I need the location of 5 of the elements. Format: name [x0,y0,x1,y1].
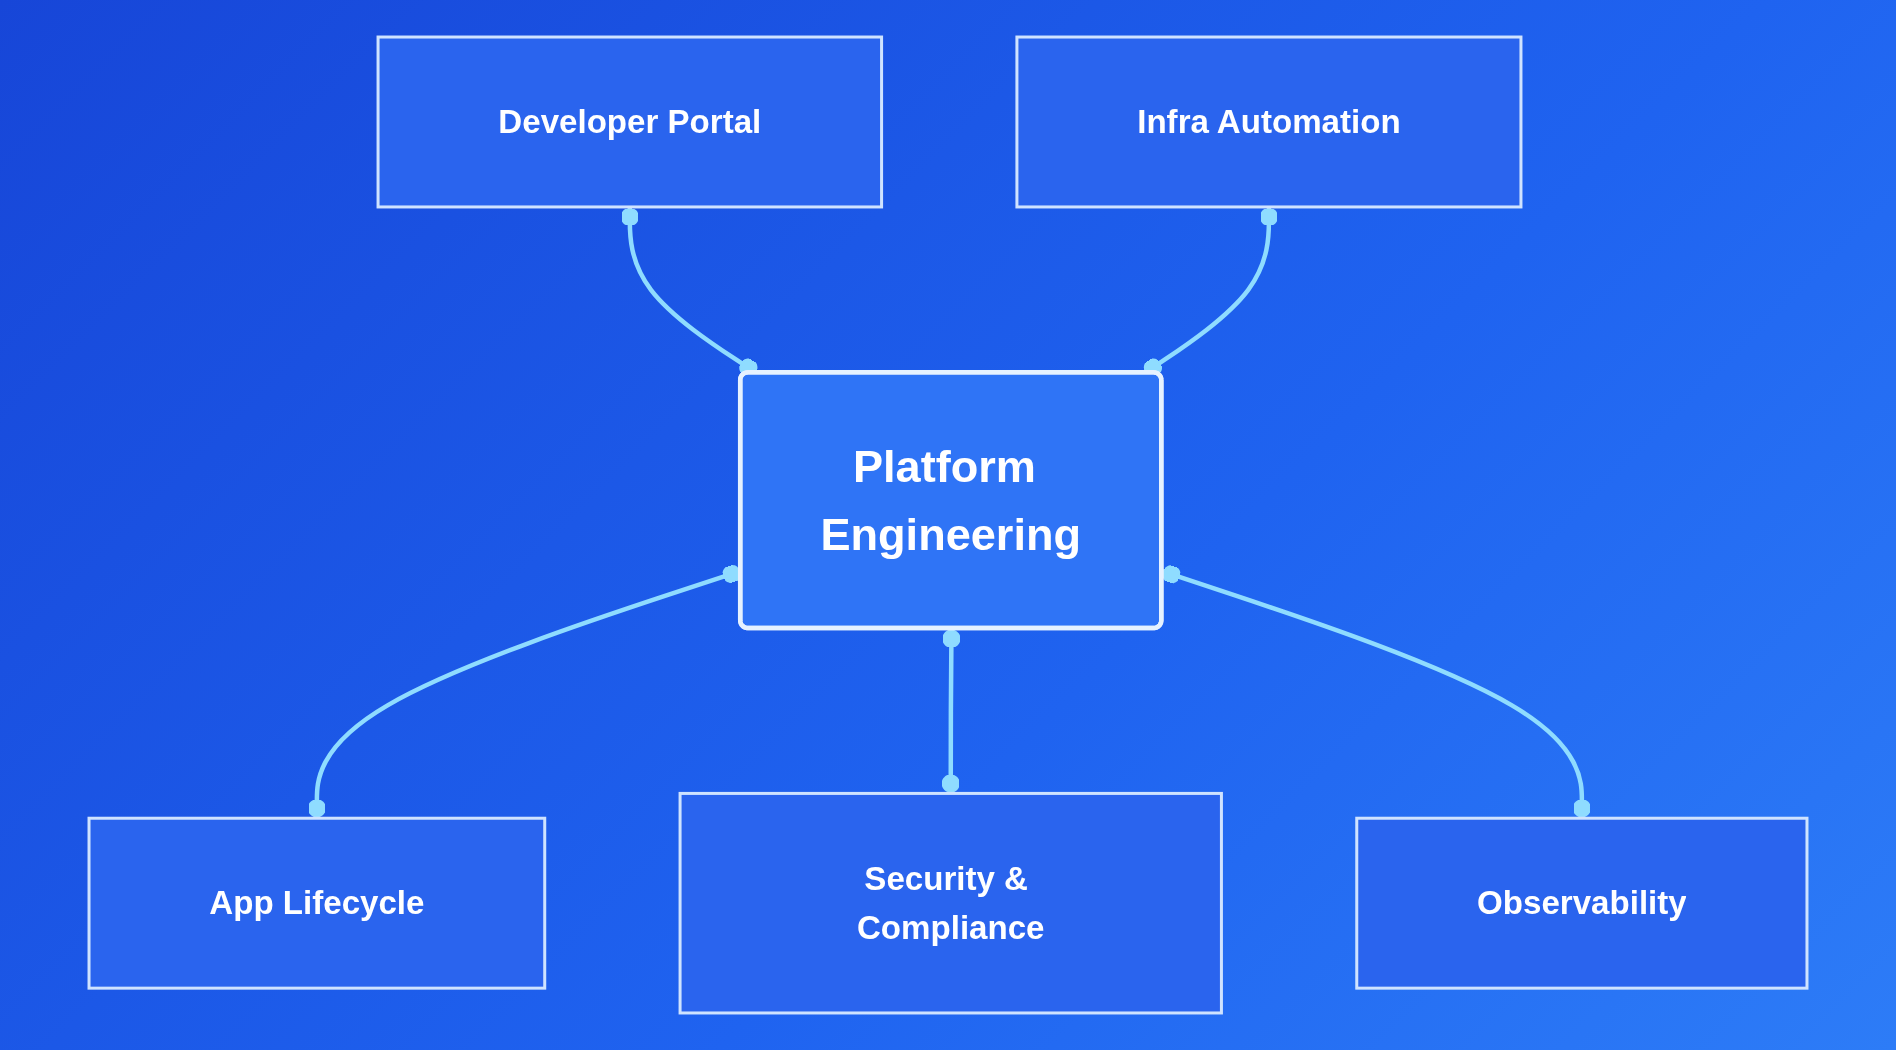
node-box: Infra Automation [1015,35,1523,209]
node-box: Observability [1355,816,1809,990]
node-box: Security & Compliance [678,791,1223,1015]
node-box: App Lifecycle [87,816,547,990]
node-box: Developer Portal [376,35,884,209]
